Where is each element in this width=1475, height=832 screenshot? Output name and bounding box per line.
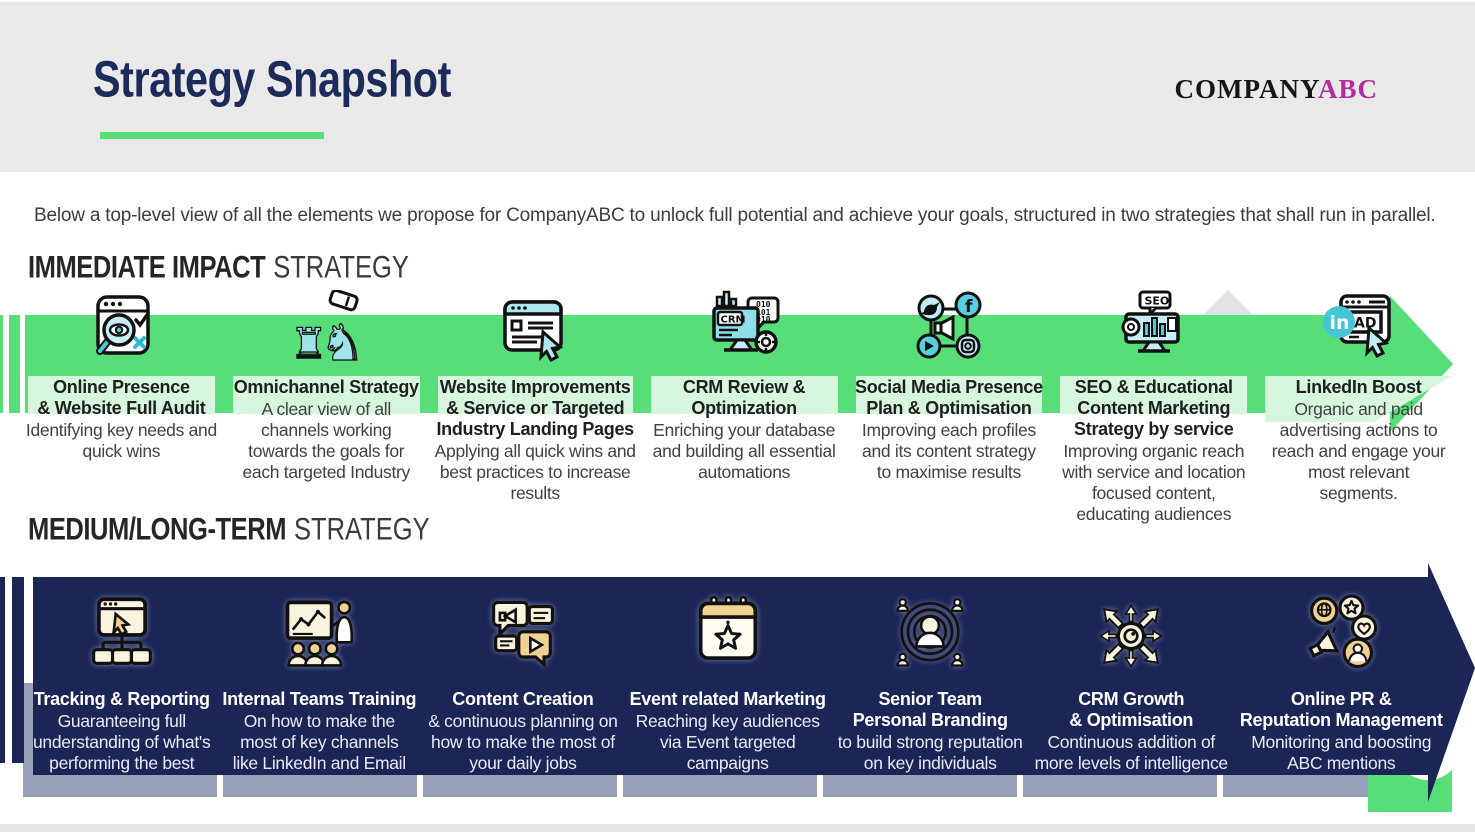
item-desc: Monitoring and boosting ABC mentions bbox=[1251, 732, 1432, 773]
logo-accent-part: ABC bbox=[1317, 74, 1378, 104]
item-title: Content Creation bbox=[452, 689, 594, 709]
item-desc: Continuous addition of more levels of in… bbox=[1034, 732, 1229, 773]
item-title: CRM Growth & Optimisation bbox=[1069, 689, 1194, 730]
item-linkedin-boost: AD in LinkedIn Boost Organic and paid ad… bbox=[1262, 288, 1455, 525]
svg-text:f: f bbox=[965, 297, 973, 317]
linkedin-ad-icon: AD in bbox=[1262, 288, 1455, 370]
title-underline bbox=[100, 132, 324, 139]
item-desc: & continuous planning on how to make the… bbox=[428, 711, 618, 773]
item-crm-growth: CRM Growth & Optimisation Continuous add… bbox=[1035, 588, 1228, 774]
label-box bbox=[232, 376, 420, 414]
label-box bbox=[855, 376, 1043, 414]
item-title: Website Improvements & Service or Target… bbox=[436, 377, 634, 439]
tracking-sitemap-icon bbox=[33, 588, 210, 683]
item-content-creation: Content Creation & continuous planning o… bbox=[428, 588, 618, 774]
item-desc: Improving organic reach with service and… bbox=[1062, 441, 1246, 524]
svg-text:in: in bbox=[1329, 312, 1349, 334]
item-event-related-marketing: Event related Marketing Reaching key aud… bbox=[630, 588, 826, 774]
item-omnichannel-strategy: ♜ ♞ Omnichannel Strategy A clear view of… bbox=[230, 288, 423, 525]
item-title: LinkedIn Boost bbox=[1295, 377, 1422, 397]
logo-black-part: COMPANY bbox=[1174, 74, 1318, 104]
svg-text:010: 010 bbox=[756, 300, 771, 309]
company-logo: COMPANYABC bbox=[1174, 74, 1378, 105]
header-band: Strategy Snapshot COMPANYABC bbox=[0, 2, 1475, 172]
item-online-presence-audit: Online Presence & Website Full Audit Ide… bbox=[25, 288, 218, 525]
item-title: SEO & Educational Content Marketing Stra… bbox=[1074, 377, 1234, 439]
item-title: Social Media Presence Plan & Optimisatio… bbox=[855, 377, 1043, 418]
item-title: Senior Team Personal Branding bbox=[852, 689, 1008, 730]
event-calendar-icon bbox=[630, 588, 826, 683]
crm-growth-icon bbox=[1035, 588, 1228, 683]
content-creation-icon bbox=[428, 588, 617, 683]
item-desc: A clear view of all channels working tow… bbox=[242, 399, 410, 482]
page-title: Strategy Snapshot bbox=[93, 49, 451, 108]
item-title: Online PR & Reputation Management bbox=[1239, 689, 1443, 730]
item-desc: Identifying key needs and quick wins bbox=[25, 420, 217, 461]
crm-monitor-icon: 010 101 010 CRM bbox=[648, 288, 841, 370]
seo-monitor-icon: SEO bbox=[1057, 288, 1250, 370]
svg-text:101: 101 bbox=[756, 308, 771, 317]
label-box bbox=[437, 376, 633, 414]
item-crm-review: 010 101 010 CRM CRM Review & Optimizatio… bbox=[648, 288, 841, 525]
svg-text:♞: ♞ bbox=[320, 314, 365, 370]
label-box bbox=[28, 376, 215, 414]
personal-branding-icon bbox=[838, 588, 1023, 683]
online-audit-icon bbox=[25, 288, 218, 370]
item-desc: Improving each profiles and its content … bbox=[861, 420, 1036, 482]
item-desc: On how to make the most of key channels … bbox=[232, 711, 406, 773]
label-box bbox=[650, 376, 838, 414]
item-seo-content-marketing: SEO SEO & Educational Content Marketing … bbox=[1057, 288, 1250, 525]
svg-text:♜: ♜ bbox=[290, 319, 328, 368]
item-social-media-presence: f Social Media Presence Plan & Optimisat… bbox=[853, 288, 1046, 525]
immediate-impact-row: Online Presence & Website Full Audit Ide… bbox=[25, 288, 1455, 525]
item-title: Omnichannel Strategy bbox=[233, 377, 419, 397]
svg-text:CRM: CRM bbox=[721, 315, 746, 326]
item-title: CRM Review & Optimization bbox=[682, 377, 806, 418]
omnichannel-chess-icon: ♜ ♞ bbox=[230, 288, 423, 370]
item-desc: Guaranteeing full understanding of what'… bbox=[33, 711, 211, 773]
label-box bbox=[1060, 376, 1248, 414]
item-title: Online Presence & Website Full Audit bbox=[37, 377, 206, 418]
medium-long-term-row: Tracking & Reporting Guaranteeing full u… bbox=[33, 588, 1443, 774]
item-title: Internal Teams Training bbox=[222, 689, 417, 709]
svg-text:SEO: SEO bbox=[1144, 295, 1169, 308]
item-desc: Organic and paid advertising actions to … bbox=[1271, 399, 1446, 503]
item-online-pr-reputation: Online PR & Reputation Management Monito… bbox=[1240, 588, 1443, 774]
online-pr-icon bbox=[1240, 588, 1443, 683]
item-senior-team-personal-branding: Senior Team Personal Branding to build s… bbox=[838, 588, 1023, 774]
item-desc: Reaching key audiences via Event targete… bbox=[635, 711, 820, 773]
intro-text: Below a top-level view of all the elemen… bbox=[34, 205, 1436, 226]
item-website-improvements: Website Improvements & Service or Target… bbox=[435, 288, 636, 525]
svg-text:AD: AD bbox=[1354, 316, 1376, 332]
social-network-icon: f bbox=[853, 288, 1046, 370]
item-desc: Enriching your database and building all… bbox=[652, 420, 836, 482]
item-tracking-reporting: Tracking & Reporting Guaranteeing full u… bbox=[33, 588, 211, 774]
item-title: Tracking & Reporting bbox=[33, 689, 210, 709]
website-cursor-icon bbox=[435, 288, 636, 370]
item-desc: Applying all quick wins and best practic… bbox=[434, 441, 636, 503]
bottom-strip bbox=[0, 824, 1475, 832]
item-title: Event related Marketing bbox=[629, 689, 826, 709]
item-internal-teams-training: Internal Teams Training On how to make t… bbox=[222, 588, 417, 774]
teams-training-icon bbox=[222, 588, 416, 683]
item-desc: to build strong reputation on key indivi… bbox=[837, 732, 1023, 773]
svg-text:010: 010 bbox=[756, 315, 771, 324]
